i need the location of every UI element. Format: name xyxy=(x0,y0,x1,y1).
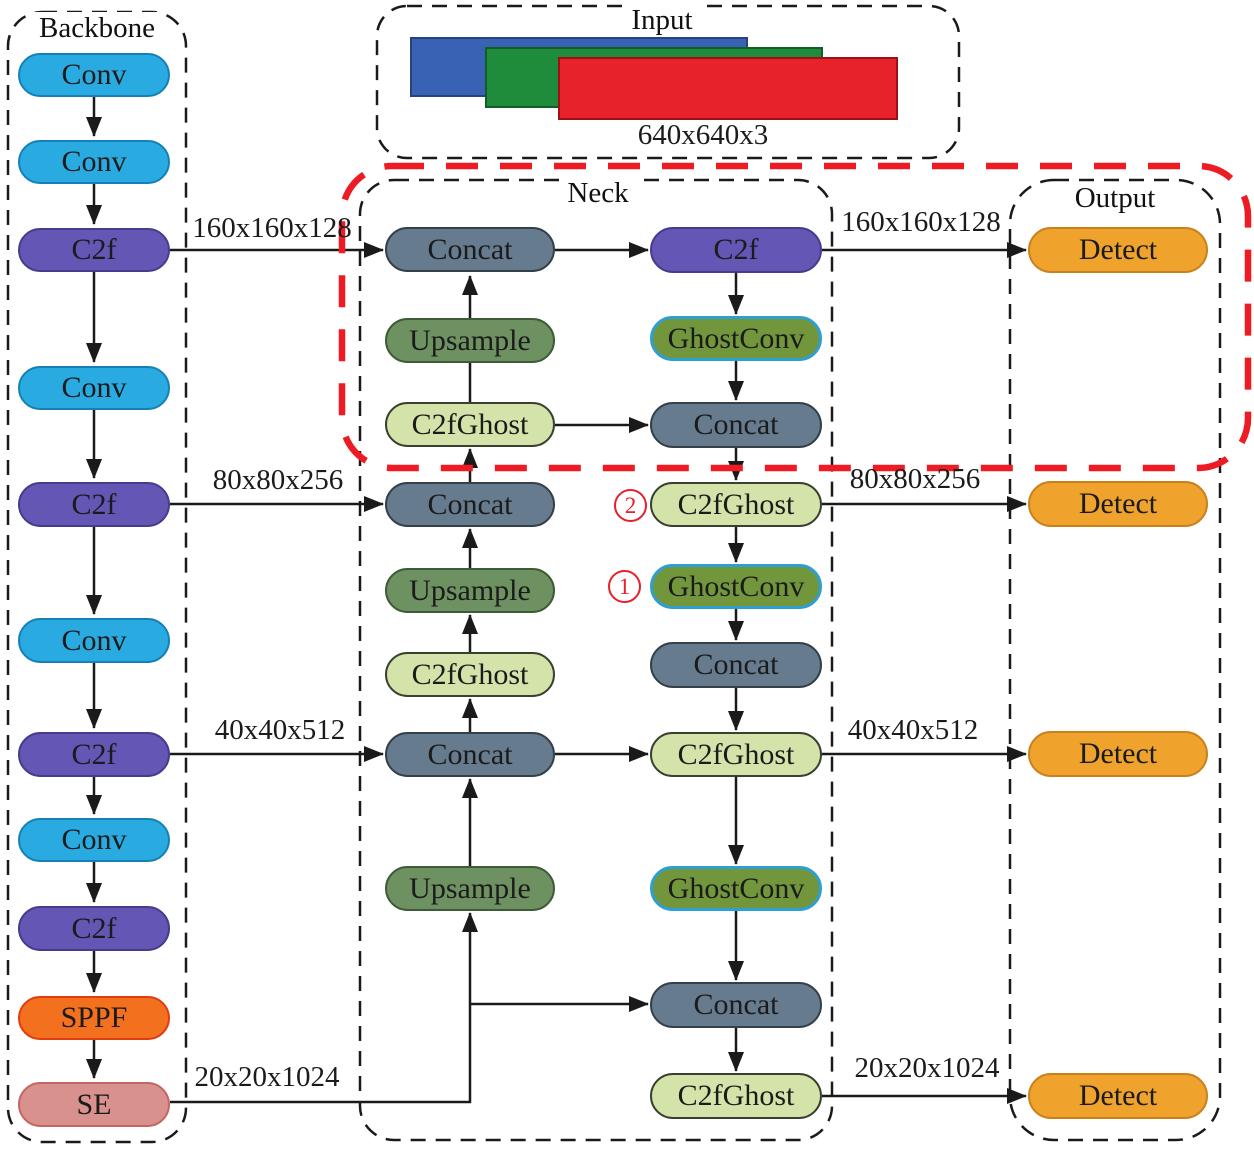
circled-number-2: 2 xyxy=(614,489,647,522)
output-detect-2: Detect xyxy=(1028,481,1208,527)
neck-c2fghost-1: C2fGhost xyxy=(385,402,555,447)
output-detect-3: Detect xyxy=(1028,731,1208,777)
input-channel-red xyxy=(558,57,898,120)
neck-ghostconv-2: GhostConv xyxy=(650,564,822,609)
neck-title: Neck xyxy=(561,177,635,209)
backbone-c2f-4: C2f xyxy=(18,906,170,951)
neck-concat-3: Concat xyxy=(385,732,555,777)
input-title: Input xyxy=(625,4,699,36)
dim-label-right-160: 160x160x128 xyxy=(841,206,1001,238)
backbone-se: SE xyxy=(18,1082,170,1127)
output-detect-4: Detect xyxy=(1028,1073,1208,1119)
neck-concat-1: Concat xyxy=(385,227,555,272)
backbone-c2f-1: C2f xyxy=(18,228,170,272)
output-box-border xyxy=(1008,178,1222,1142)
backbone-conv-3: Conv xyxy=(18,366,170,410)
neck-ghostconv-1: GhostConv xyxy=(650,316,822,361)
neck-c2fghost-2: C2fGhost xyxy=(385,652,555,697)
output-detect-1: Detect xyxy=(1028,227,1208,273)
neck-concat-2: Concat xyxy=(385,482,555,527)
dim-label-right-80: 80x80x256 xyxy=(849,463,981,495)
backbone-conv-2: Conv xyxy=(18,140,170,184)
backbone-c2f-3: C2f xyxy=(18,732,170,777)
neck-c2f: C2f xyxy=(650,227,822,273)
input-size-label: 640x640x3 xyxy=(637,119,769,151)
backbone-conv-5: Conv xyxy=(18,818,170,862)
dim-label-right-40: 40x40x512 xyxy=(847,714,979,746)
output-title: Output xyxy=(1068,182,1162,214)
dim-label-right-20: 20x20x1024 xyxy=(854,1052,1000,1084)
circled-number-1: 1 xyxy=(608,570,641,603)
backbone-title: Backbone xyxy=(33,12,161,44)
backbone-conv-1: Conv xyxy=(18,53,170,97)
backbone-c2f-2: C2f xyxy=(18,482,170,527)
backbone-conv-4: Conv xyxy=(18,618,170,663)
neck-ghostconv-3: GhostConv xyxy=(650,866,822,911)
dim-label-left-40: 40x40x512 xyxy=(214,714,346,746)
neck-concat-r2: Concat xyxy=(650,642,822,688)
neck-upsample-3: Upsample xyxy=(385,866,555,911)
dim-label-left-80: 80x80x256 xyxy=(212,464,344,496)
dim-label-left-160: 160x160x128 xyxy=(192,212,352,244)
neck-c2fghost-r2: C2fGhost xyxy=(650,732,822,777)
neck-concat-r1: Concat xyxy=(650,402,822,448)
red-highlight-border xyxy=(338,162,1252,472)
neck-concat-r3: Concat xyxy=(650,982,822,1028)
dim-label-left-20: 20x20x1024 xyxy=(194,1061,340,1093)
neck-upsample-2: Upsample xyxy=(385,568,555,613)
backbone-sppf: SPPF xyxy=(18,996,170,1040)
neck-c2fghost-r1: C2fGhost xyxy=(650,482,822,527)
neck-upsample-1: Upsample xyxy=(385,318,555,363)
neck-c2fghost-r3: C2fGhost xyxy=(650,1073,822,1119)
